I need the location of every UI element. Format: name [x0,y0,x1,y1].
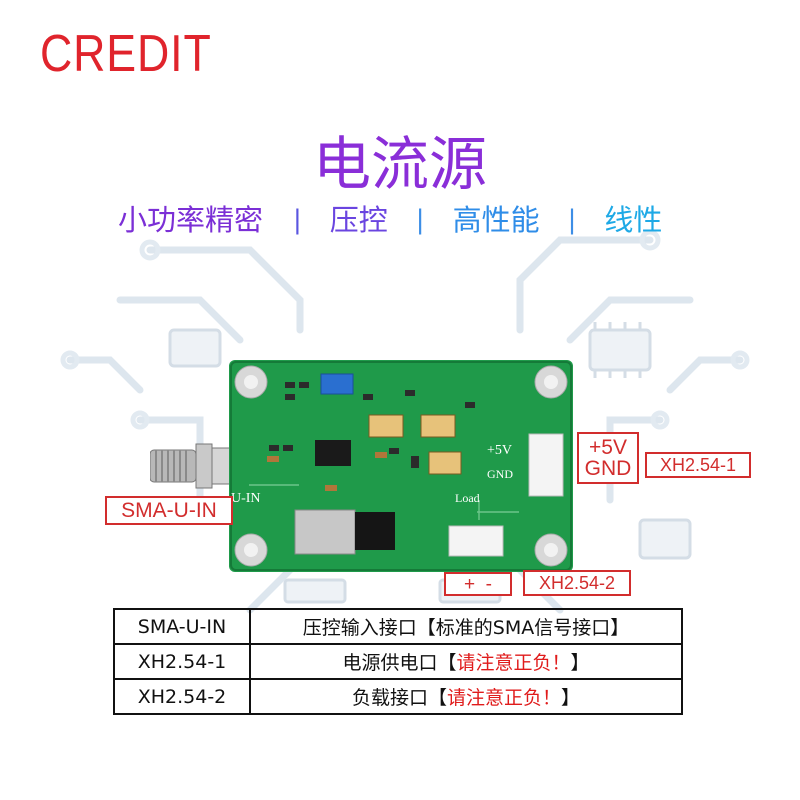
callout-xh254-2: XH2.54-2 [523,570,631,596]
sma-connector-image [150,443,239,489]
bracket-close: 】 [570,652,590,674]
pcb-board: U-IN +5V GND Load [229,360,573,572]
callout-gnd: GND [584,457,632,480]
board-label-5v: +5V [487,443,512,458]
callout-xh254-1: XH2.54-1 [645,452,751,478]
callout-power-pins: +5V GND [577,432,639,484]
interface-name: XH2.54-2 [113,678,251,715]
interface-name: XH2.54-1 [113,643,251,680]
table-row: XH2.54-1 电源供电口【请注意正负！】 [113,643,683,680]
board-label-load: Load [455,491,480,505]
interface-desc-cell: 负载接口【请注意正负！】 [249,678,683,715]
page-title: 电流源 [312,130,487,198]
interface-name: SMA-U-IN [113,608,251,645]
callout-sma: SMA-U-IN [105,496,233,525]
feature-voltage-control: 压控 [329,202,388,237]
separator: | [567,205,577,235]
polarity-warning: 请注意正负！ [446,687,561,709]
separator: | [415,205,425,235]
brand-logo: CREDIT [40,25,212,83]
board-label-input: U-IN [231,491,261,506]
interface-desc: 压控输入接口【标准的SMA信号接口】 [249,608,683,645]
board-label-gnd: GND [487,467,513,481]
interface-table: SMA-U-IN 压控输入接口【标准的SMA信号接口】 XH2.54-1 电源供… [113,608,683,715]
feature-linear: 线性 [604,202,663,237]
bracket-close: 】 [561,687,581,709]
feature-low-power: 小功率精密 [118,202,264,237]
interface-desc-cell: 电源供电口【请注意正负！】 [249,643,683,680]
polarity-warning: 请注意正负！ [456,652,571,674]
callout-load-polarity: + - [444,572,512,596]
separator: | [293,205,302,235]
interface-desc: 负载接口【 [351,687,447,709]
callout-plus5v: +5V [589,436,627,459]
table-row: SMA-U-IN 压控输入接口【标准的SMA信号接口】 [113,608,683,645]
interface-desc: 电源供电口【 [342,652,457,674]
subtitle-features: 小功率精密 | 压控 | 高性能 | 线性 [118,198,662,242]
table-row: XH2.54-2 负载接口【请注意正负！】 [113,678,683,715]
feature-high-performance: 高性能 [452,202,540,237]
